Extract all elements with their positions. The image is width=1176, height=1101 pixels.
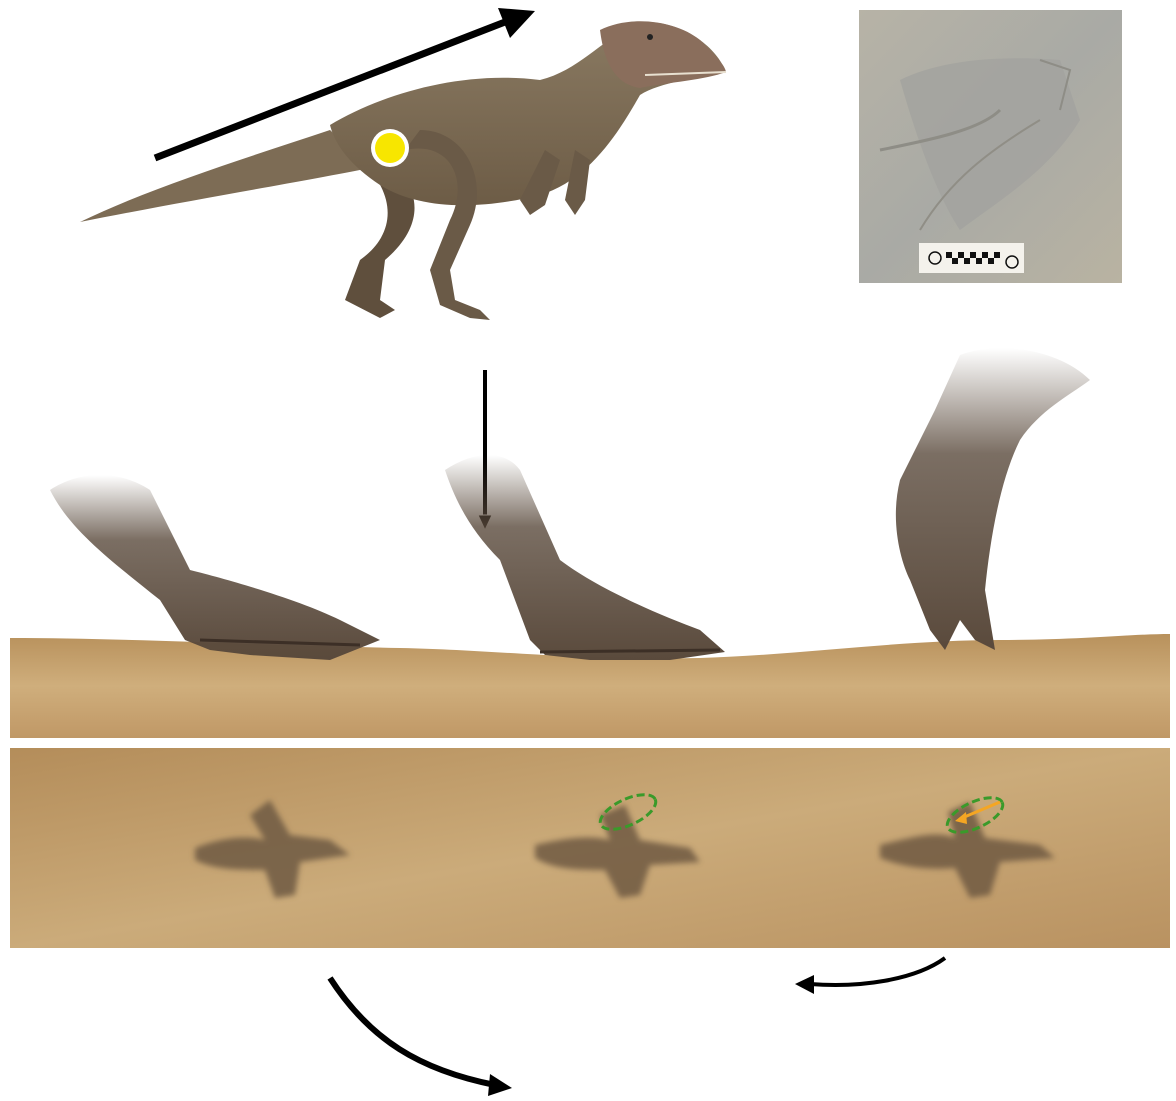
- swing-arrow-right: [330, 978, 512, 1096]
- theropod-dinosaur: [80, 21, 726, 320]
- swing-arrow-left: [795, 958, 945, 994]
- foot-step-3: [896, 348, 1090, 650]
- foot-step-2: [445, 455, 725, 660]
- center-of-mass-marker: [371, 129, 409, 167]
- center-of-mass-dot: [375, 133, 405, 163]
- foot-step-1: [50, 475, 380, 660]
- checkered-scale-bar: [919, 243, 1024, 273]
- fossil-footprint-photo: [859, 10, 1122, 283]
